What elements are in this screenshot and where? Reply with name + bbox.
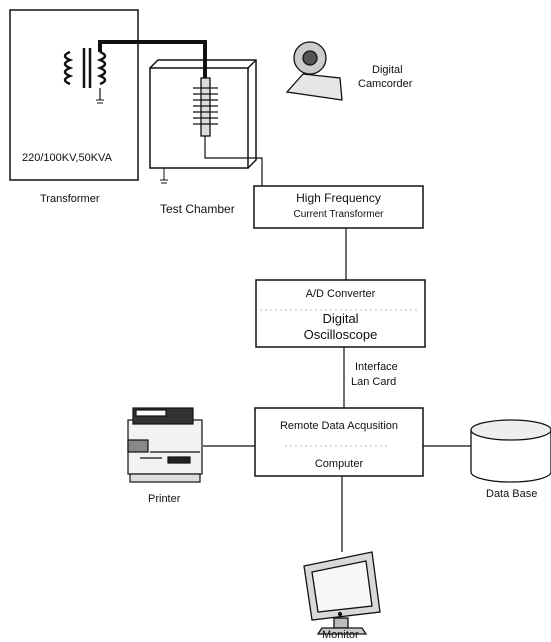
hfct-label-line1: High Frequency (296, 191, 381, 205)
hfct-box (253, 185, 424, 229)
remote-label-line1: Remote Data Acqusition (279, 420, 398, 432)
transformer-rating: 220/100KV,50KVA (22, 152, 112, 164)
ad-label-line3: Oscilloscope (303, 327, 378, 342)
transformer-label: Transformer (40, 193, 100, 205)
insulator-icon (193, 77, 218, 137)
printer-icon (127, 407, 203, 483)
test-chamber-box (149, 59, 257, 169)
camcorder-label-line1: Digital (372, 64, 403, 76)
test-chamber-label: Test Chamber (160, 202, 235, 216)
hfct-label-line2: Current Transformer (293, 209, 384, 220)
remote-computer-box (254, 407, 424, 477)
ad-label-line2: Digital (322, 311, 359, 326)
ad-label-line1: A/D Converter (305, 288, 376, 300)
monitor-label: Monitor (322, 629, 359, 641)
database-label: Data Base (486, 488, 538, 500)
printer-label: Printer (148, 493, 181, 505)
ad-converter-box (255, 279, 426, 348)
interface-label-line2: Lan Card (351, 376, 397, 388)
interface-label-line1: Interface (355, 361, 398, 373)
camcorder-icon (285, 41, 343, 101)
database-icon (470, 419, 551, 483)
transformer-box (9, 9, 139, 181)
remote-label-line2: Computer (314, 458, 364, 470)
camcorder-label-line2: Camcorder (358, 78, 413, 90)
transformer-coil-icon (63, 48, 107, 88)
monitor-icon (303, 551, 381, 635)
